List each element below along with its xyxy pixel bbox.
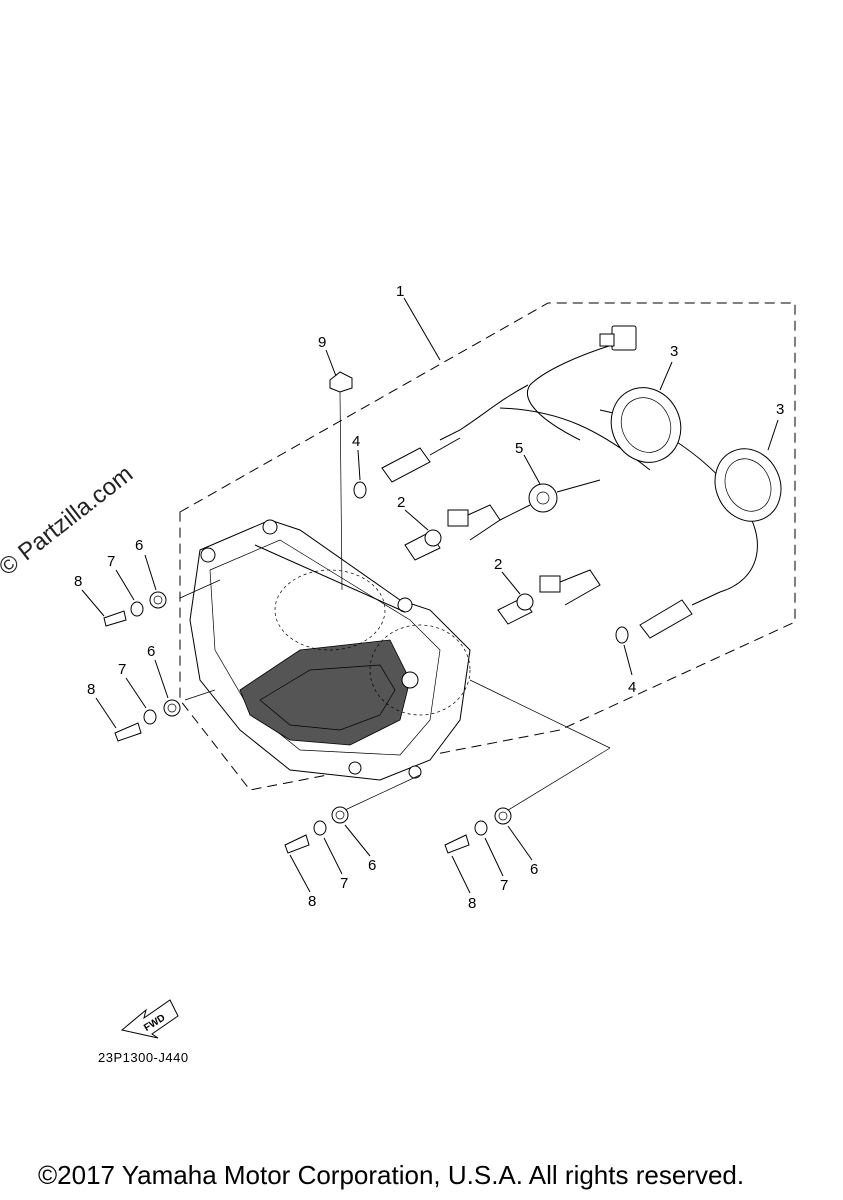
leader-8c bbox=[289, 854, 311, 893]
leader-4-lower bbox=[623, 644, 633, 676]
leader-7a bbox=[115, 569, 135, 601]
callout-2-lower: 2 bbox=[494, 556, 502, 573]
fastener-set-lower-left bbox=[114, 699, 181, 742]
callout-6-upper-left: 6 bbox=[135, 537, 143, 554]
callout-8-bottom-right: 8 bbox=[468, 895, 476, 912]
callout-1: 1 bbox=[396, 283, 404, 300]
callout-4-upper: 4 bbox=[352, 433, 360, 450]
mount-line bbox=[344, 774, 421, 811]
fastener-set-bottom-right bbox=[444, 807, 512, 854]
leader-1 bbox=[403, 297, 441, 361]
wire-harness bbox=[439, 325, 758, 593]
leader-8d bbox=[451, 855, 471, 894]
leader-8b bbox=[95, 697, 117, 729]
callout-3-left: 3 bbox=[670, 343, 678, 360]
assembly-boundary bbox=[179, 302, 796, 791]
fastener-set-upper-left bbox=[103, 591, 167, 627]
leader-6b bbox=[154, 659, 169, 699]
leader-2-lower bbox=[501, 571, 521, 595]
callout-6-lower-left: 6 bbox=[147, 643, 155, 660]
callout-8-bottom-middle: 8 bbox=[308, 893, 316, 910]
leader-4-upper bbox=[357, 449, 361, 481]
leader-3-right bbox=[767, 419, 779, 451]
leader-6a bbox=[144, 554, 157, 591]
diagram-code: 23P1300-J440 bbox=[98, 1050, 189, 1065]
leader-9 bbox=[325, 349, 337, 377]
bulb-cover-3-right bbox=[714, 448, 782, 522]
leader-7b bbox=[125, 677, 147, 709]
headlight-bulb-2-lower bbox=[497, 569, 601, 625]
leader-7d bbox=[484, 837, 504, 877]
bulb-cover-3-left bbox=[610, 387, 682, 463]
copyright-notice: ©2017 Yamaha Motor Corporation, U.S.A. A… bbox=[38, 1160, 745, 1190]
headlight-bulb-2-upper bbox=[404, 504, 501, 561]
clip-9 bbox=[329, 371, 353, 591]
fwd-arrow-icon: FWD bbox=[120, 999, 179, 1039]
leader-2-upper bbox=[404, 509, 429, 531]
position-bulb-4-upper bbox=[353, 437, 461, 499]
callout-8-lower-left: 8 bbox=[87, 681, 95, 698]
callout-6-bottom-right: 6 bbox=[530, 861, 538, 878]
callout-5: 5 bbox=[515, 440, 523, 457]
leader-5 bbox=[523, 454, 541, 485]
mount-line bbox=[469, 679, 611, 749]
callout-6-bottom-middle: 6 bbox=[368, 857, 376, 874]
leader-6c bbox=[344, 824, 371, 857]
leader-8a bbox=[81, 589, 105, 617]
callout-7-lower-left: 7 bbox=[118, 661, 126, 678]
callout-3-right: 3 bbox=[776, 401, 784, 418]
mount-line bbox=[184, 689, 216, 701]
callout-7-bottom-right: 7 bbox=[500, 877, 508, 894]
leader-7c bbox=[323, 837, 343, 875]
leader-6d bbox=[507, 825, 533, 861]
callout-9: 9 bbox=[318, 334, 326, 351]
callout-4-lower: 4 bbox=[628, 679, 636, 696]
mount-line bbox=[504, 747, 611, 813]
position-bulb-4-lower bbox=[615, 591, 721, 644]
callout-2-upper: 2 bbox=[397, 494, 405, 511]
leader-3-left bbox=[659, 361, 673, 391]
callout-7-upper-left: 7 bbox=[107, 553, 115, 570]
fastener-set-bottom-middle bbox=[284, 806, 349, 854]
headlight-housing bbox=[189, 519, 471, 781]
grommet-5 bbox=[499, 479, 601, 521]
callout-7-bottom-middle: 7 bbox=[340, 875, 348, 892]
mount-line bbox=[179, 579, 221, 599]
callout-8-upper-left: 8 bbox=[74, 573, 82, 590]
